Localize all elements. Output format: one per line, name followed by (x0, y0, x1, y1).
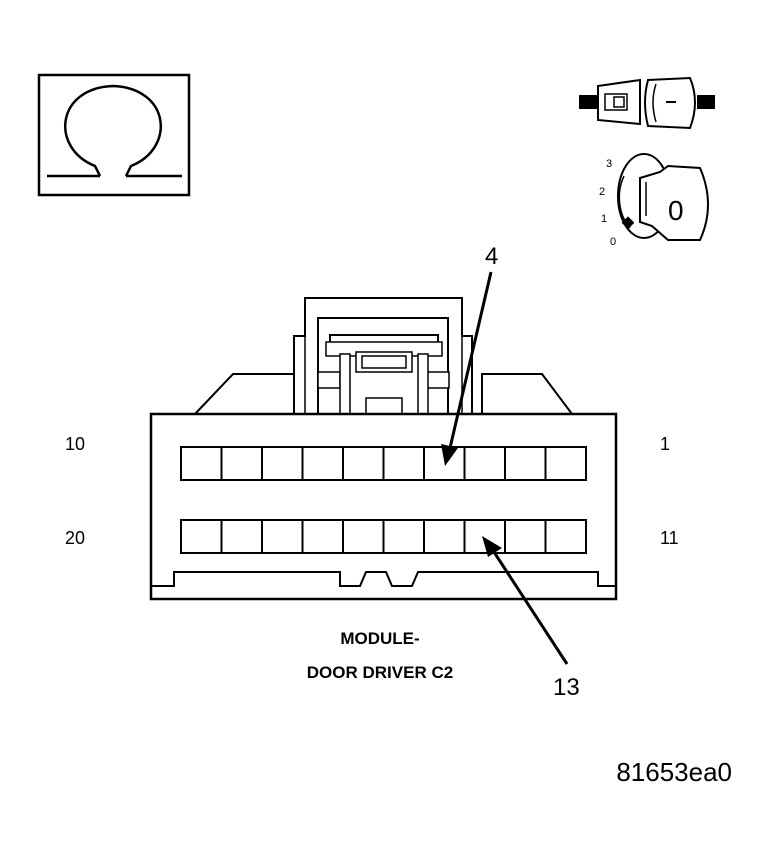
top-row-cavity (220, 446, 263, 481)
bottom-row-cavity (180, 519, 223, 554)
top-row-cavity (342, 446, 385, 481)
ignition-scale-3: 3 (606, 158, 612, 170)
pin-number-top-left: 10 (65, 434, 85, 454)
ignition-scale-0: 0 (610, 236, 616, 248)
pin-number-bottom-left: 20 (65, 528, 85, 548)
callout-number-top: 4 (485, 243, 498, 270)
pin-number-top-right: 1 (660, 434, 670, 454)
top-row-cavity (504, 446, 547, 481)
bottom-row-cavity (504, 519, 547, 554)
pin-number-bottom-right: 11 (660, 528, 679, 548)
connector-caption-line2: DOOR DRIVER C2 (307, 663, 453, 682)
cavity-row-bottom (180, 519, 587, 554)
top-row-cavity (180, 446, 223, 481)
ignition-scale-2: 2 (599, 186, 605, 198)
top-row-cavity (544, 446, 587, 481)
top-row-cavity (463, 446, 506, 481)
top-row-cavity (382, 446, 425, 481)
connector-disconnected-icon (579, 76, 715, 130)
ohmmeter-icon (37, 73, 191, 197)
ignition-switch-icon: 3 2 1 0 0 (599, 153, 709, 248)
ignition-scale-1: 1 (601, 213, 607, 225)
cavity-row-top (180, 446, 587, 481)
bottom-row-cavity (423, 519, 466, 554)
connector-caption-line1: MODULE- (340, 629, 419, 648)
bottom-row-cavity (382, 519, 425, 554)
connector-body (149, 297, 618, 601)
bottom-row-cavity (301, 519, 344, 554)
figure-id: 81653ea0 (616, 757, 732, 787)
bottom-row-cavity (261, 519, 304, 554)
callout-arrow-top (441, 271, 493, 466)
top-row-cavity (301, 446, 344, 481)
bottom-row-cavity (544, 519, 587, 554)
bottom-row-cavity (463, 519, 506, 554)
top-row-cavity (261, 446, 304, 481)
ignition-key-position: 0 (668, 195, 684, 226)
callout-number-bottom: 13 (553, 674, 580, 701)
bottom-row-cavity (342, 519, 385, 554)
callout-arrow-bottom (482, 536, 569, 665)
bottom-row-cavity (220, 519, 263, 554)
